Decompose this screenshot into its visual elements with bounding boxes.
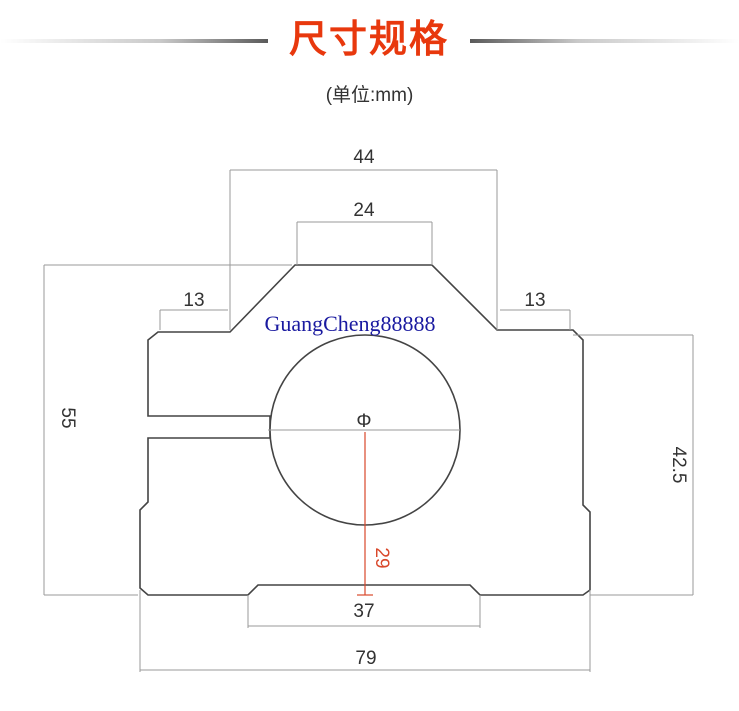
label-body-height: 42.5: [668, 447, 689, 484]
label-left-step: 13: [183, 290, 204, 311]
label-overall-height: 55: [57, 407, 78, 428]
unit-label: (单位:mm): [325, 85, 414, 106]
page-title: 尺寸规格: [288, 17, 449, 61]
watermark-text: GuangCheng88888: [264, 311, 435, 336]
label-right-step: 13: [524, 290, 545, 311]
title-bar: 尺寸规格: [0, 0, 739, 80]
label-overall-width: 79: [355, 648, 376, 669]
label-top-flat: 24: [353, 200, 375, 221]
label-bore-diameter: Φ: [356, 411, 371, 432]
label-center-height: 29: [371, 547, 392, 568]
label-top-width: 44: [353, 147, 375, 168]
label-bottom-slot: 37: [353, 601, 374, 622]
title-divider-left: [0, 39, 268, 43]
slot-mask: [149, 417, 269, 437]
title-divider-right: [470, 39, 739, 43]
